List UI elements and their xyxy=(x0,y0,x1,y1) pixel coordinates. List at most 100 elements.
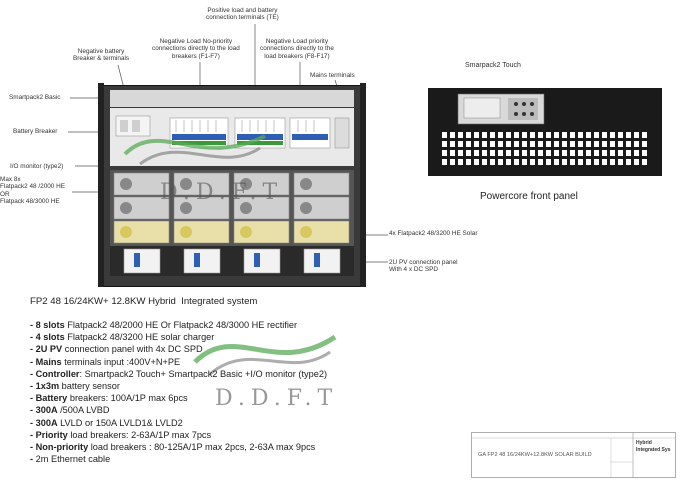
vent-slot xyxy=(586,159,591,165)
vent-slot xyxy=(490,132,495,138)
spec-item-key: - 4 slots xyxy=(30,332,65,343)
spec-item: - 1x3m battery sensor xyxy=(30,381,120,392)
watermark-logo-text-top: D.D.F.T xyxy=(160,180,284,205)
vent-slot xyxy=(594,159,599,165)
spec-item: - 300A LVLD or 150A LVLD1& LVLD2 xyxy=(30,418,183,429)
vent-slot xyxy=(602,132,607,138)
vent-slot xyxy=(450,150,455,156)
spec-item-key: - Battery xyxy=(30,393,68,404)
vent-slot xyxy=(570,159,575,165)
vent-slot xyxy=(594,141,599,147)
callout-battery-breaker: Battery Breaker xyxy=(13,128,58,135)
vent-slot xyxy=(506,159,511,165)
vent-slot xyxy=(442,150,447,156)
vent-slot xyxy=(570,132,575,138)
spec-item-key: - Controller xyxy=(30,368,80,379)
vent-slot xyxy=(450,159,455,165)
spec-item: - 2m Ethernet cable xyxy=(30,454,110,465)
vent-slot xyxy=(474,132,479,138)
vent-slot xyxy=(634,150,639,156)
callout-solar-chargers: 4x Flatpack2 48/3200 HE Solar xyxy=(389,230,478,237)
spec-item-key: - 300A xyxy=(30,417,58,428)
vent-slot xyxy=(594,132,599,138)
vent-slot xyxy=(490,159,495,165)
vent-slot xyxy=(506,132,511,138)
vent-slot xyxy=(490,141,495,147)
vent-slot xyxy=(498,150,503,156)
vent-slot xyxy=(498,132,503,138)
vent-slot xyxy=(546,141,551,147)
vent-slot xyxy=(554,132,559,138)
vent-slot xyxy=(634,132,639,138)
vent-slot xyxy=(514,141,519,147)
spec-item-text: connection panel with 4x DC SPD xyxy=(62,344,203,355)
vent-slot xyxy=(634,141,639,147)
vent-slot xyxy=(490,150,495,156)
spec-item-text: terminals input :400V+N+PE xyxy=(61,356,181,367)
vent-slot xyxy=(618,150,623,156)
callout-smartpack2-touch: Smarpack2 Touch xyxy=(465,62,521,69)
spec-item-text: Flatpack2 48/2000 HE Or Flatpack2 48/300… xyxy=(64,320,298,330)
vent-slot xyxy=(482,132,487,138)
vent-slot xyxy=(482,150,487,156)
spec-item: - Non-priority load breakers : 80-125A/1… xyxy=(30,442,315,453)
vent-slot xyxy=(506,150,511,156)
watermark-logo-text-bottom: D.D.F.T xyxy=(215,386,339,411)
spec-item: - 8 slots Flatpack2 48/2000 HE Or Flatpa… xyxy=(30,320,297,331)
spec-item-text: Flatpack2 48/3200 HE solar charger xyxy=(64,332,215,343)
spec-item-key: - Priority xyxy=(30,429,68,440)
vent-slot xyxy=(602,159,607,165)
vent-slot xyxy=(466,132,471,138)
vent-slot xyxy=(538,150,543,156)
spec-item-text: battery sensor xyxy=(59,381,120,391)
spec-item: - Controller: Smartpack2 Touch+ Smartpac… xyxy=(30,369,327,380)
vent-slot xyxy=(570,150,575,156)
spec-item-key: - 2U PV xyxy=(30,344,63,355)
vent-slot xyxy=(610,150,615,156)
watermark-logo-swoosh-bottom xyxy=(193,334,337,376)
vent-slot xyxy=(554,159,559,165)
vent-slot xyxy=(602,141,607,147)
vent-slot xyxy=(498,141,503,147)
vent-slot xyxy=(466,141,471,147)
title-block-title: Hybrid Integrated Sys xyxy=(636,440,671,454)
vent-slot xyxy=(522,150,527,156)
callout-positive-terminals: Positive load and battery connection ter… xyxy=(206,7,279,22)
vent-slot xyxy=(610,159,615,165)
vent-slot xyxy=(602,150,607,156)
callout-negative-no-priority: Negative Load No-priority connections di… xyxy=(152,38,240,60)
spec-item: - Mains terminals input :400V+N+PE xyxy=(30,357,180,368)
spec-item-key: - 8 slots xyxy=(30,320,65,330)
vent-slot xyxy=(482,159,487,165)
vent-slot xyxy=(610,141,615,147)
vent-slot xyxy=(554,141,559,147)
vent-slot xyxy=(578,132,583,138)
vent-slot xyxy=(586,150,591,156)
rack-right-rail xyxy=(360,83,366,287)
spec-item: - Battery breakers: 100A/1P max 6pcs xyxy=(30,393,188,404)
spec-item-key: - 1x3m xyxy=(30,381,60,391)
smartpack2-basic-unit xyxy=(110,90,354,107)
vent-slot xyxy=(562,132,567,138)
vent-slot xyxy=(578,159,583,165)
vent-slot xyxy=(458,150,463,156)
vent-slot xyxy=(546,150,551,156)
vent-slot xyxy=(474,159,479,165)
spec-item-key: - Non-priority xyxy=(30,442,89,452)
watermark-logo-swoosh-top xyxy=(123,134,266,166)
vent-slot xyxy=(442,132,447,138)
callout-mains-terminals: Mains terminals xyxy=(310,72,355,79)
vent-slot xyxy=(458,159,463,165)
spec-item: - 300A /500A LVBD xyxy=(30,405,110,416)
vent-slot xyxy=(578,141,583,147)
spec-item-text: load breakers : 80-125A/1P max 2pcs, 2-6… xyxy=(88,442,316,452)
spec-item: - 2U PV connection panel with 4x DC SPD xyxy=(30,344,203,355)
vent-slot xyxy=(618,159,623,165)
spec-item-text: load breakers: 2-63A/1P max 7pcs xyxy=(67,429,212,440)
vent-slot xyxy=(538,141,543,147)
front-panel-title: Powercore front panel xyxy=(480,191,578,202)
vent-slot xyxy=(442,141,447,147)
vent-slot xyxy=(450,132,455,138)
callout-smartpack2-basic: Smartpack2 Basic xyxy=(9,94,61,101)
vent-slot xyxy=(458,132,463,138)
